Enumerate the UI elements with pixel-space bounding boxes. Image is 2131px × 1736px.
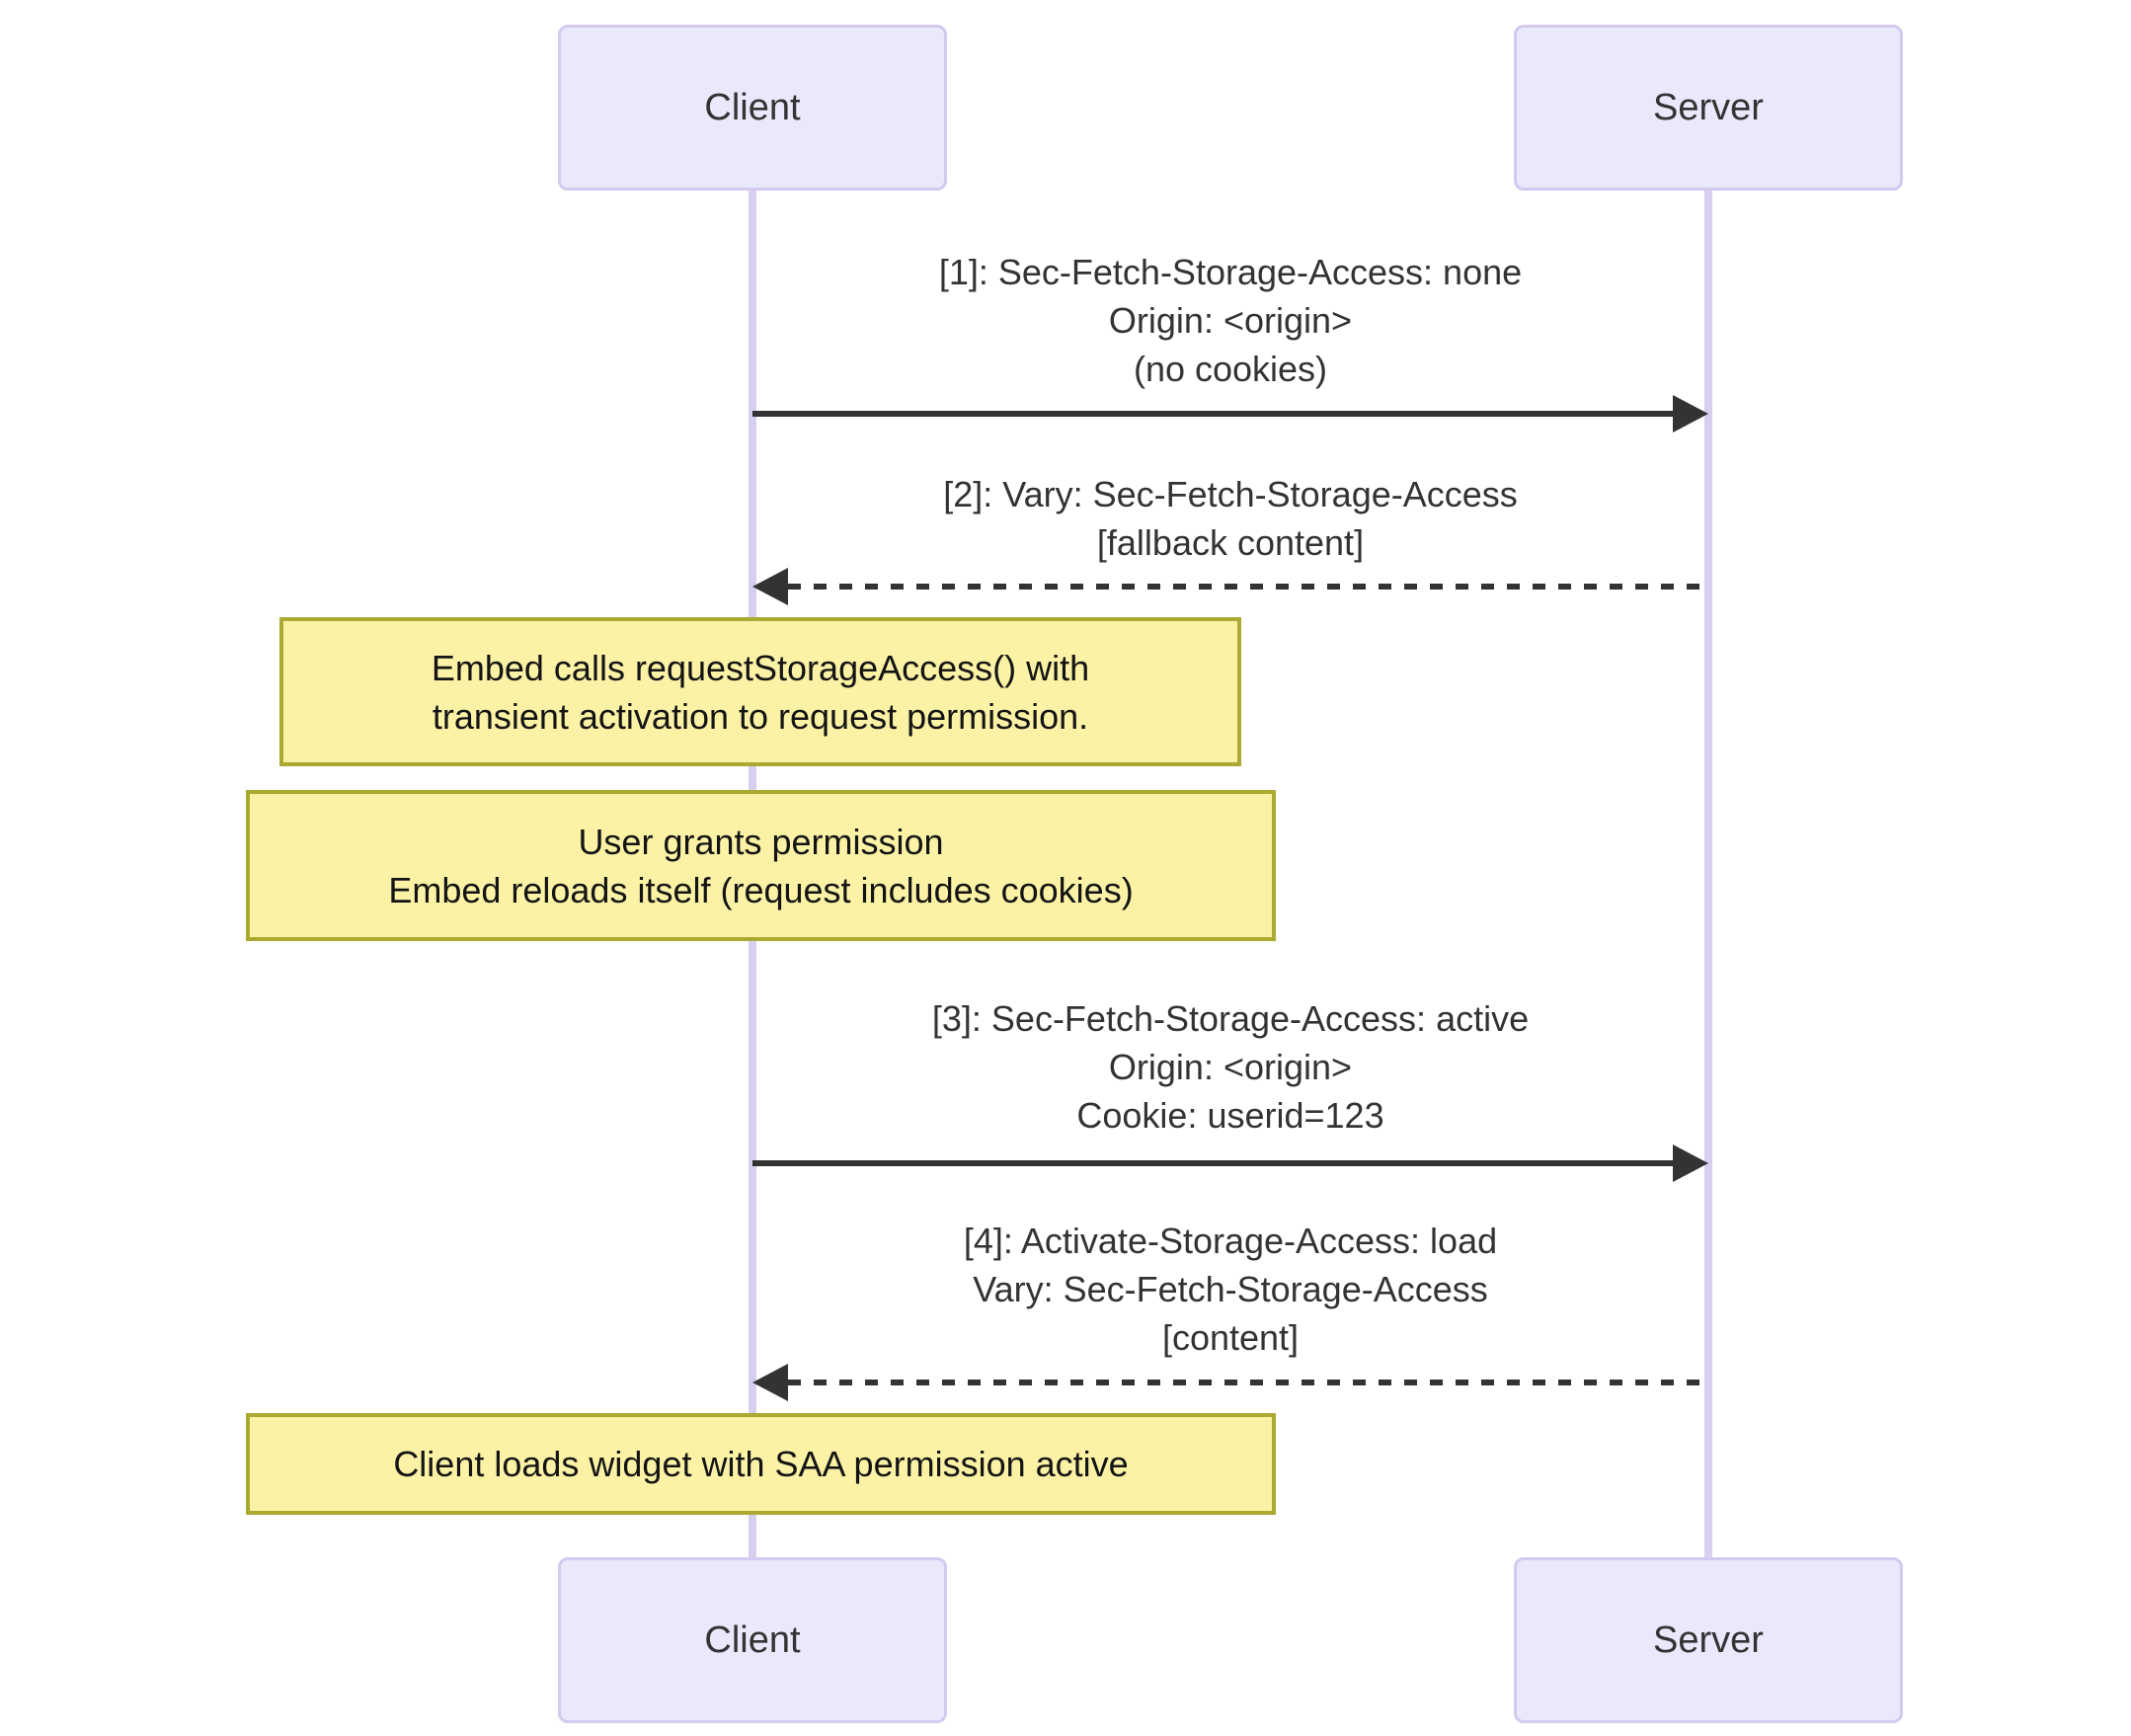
actor-client-bottom-label: Client xyxy=(704,1618,801,1661)
message-2-arrow xyxy=(752,568,1708,605)
message-1-line-2: Origin: <origin> xyxy=(1108,300,1353,341)
actor-server-bottom: Server xyxy=(1514,1557,1903,1723)
message-3-line-3: Cookie: userid=123 xyxy=(1076,1095,1384,1136)
message-1: [1]: Sec-Fetch-Storage-Access: none Orig… xyxy=(752,248,1708,393)
message-4: [4]: Activate-Storage-Access: load Vary:… xyxy=(752,1217,1708,1362)
note-2-line-2: Embed reloads itself (request includes c… xyxy=(388,869,1134,910)
note-user-grants-permission: User grants permission Embed reloads its… xyxy=(246,790,1276,941)
note-2-line-1: User grants permission xyxy=(578,821,944,862)
message-4-arrow xyxy=(752,1364,1708,1401)
message-4-line-2: Vary: Sec-Fetch-Storage-Access xyxy=(973,1269,1488,1309)
message-3-line-1: [3]: Sec-Fetch-Storage-Access: active xyxy=(931,998,1530,1039)
actor-server-top: Server xyxy=(1514,25,1903,191)
actor-server-top-label: Server xyxy=(1653,86,1764,128)
actor-client-top-label: Client xyxy=(704,86,801,128)
actor-client-bottom: Client xyxy=(558,1557,947,1723)
actor-client-top: Client xyxy=(558,25,947,191)
note-request-storage-access: Embed calls requestStorageAccess() with … xyxy=(279,617,1241,766)
message-4-line-3: [content] xyxy=(1161,1317,1300,1358)
note-1-line-1: Embed calls requestStorageAccess() with xyxy=(431,647,1090,688)
message-1-line-3: (no cookies) xyxy=(1133,349,1328,389)
server-lifeline xyxy=(1704,191,1712,1557)
message-2-line-2: [fallback content] xyxy=(1096,522,1365,563)
note-3-line-1: Client loads widget with SAA permission … xyxy=(393,1444,1129,1484)
message-2-line-1: [2]: Vary: Sec-Fetch-Storage-Access xyxy=(943,474,1518,514)
note-client-loads-widget: Client loads widget with SAA permission … xyxy=(246,1413,1276,1515)
message-1-line-1: [1]: Sec-Fetch-Storage-Access: none xyxy=(938,252,1523,292)
message-3-line-2: Origin: <origin> xyxy=(1108,1047,1353,1087)
message-4-line-1: [4]: Activate-Storage-Access: load xyxy=(963,1221,1498,1261)
note-1-line-2: transient activation to request permissi… xyxy=(432,695,1089,737)
message-1-arrow xyxy=(752,395,1708,433)
actor-server-bottom-label: Server xyxy=(1653,1618,1764,1661)
message-3: [3]: Sec-Fetch-Storage-Access: active Or… xyxy=(752,994,1708,1140)
message-3-arrow xyxy=(752,1144,1708,1182)
message-2: [2]: Vary: Sec-Fetch-Storage-Access [fal… xyxy=(752,470,1708,567)
